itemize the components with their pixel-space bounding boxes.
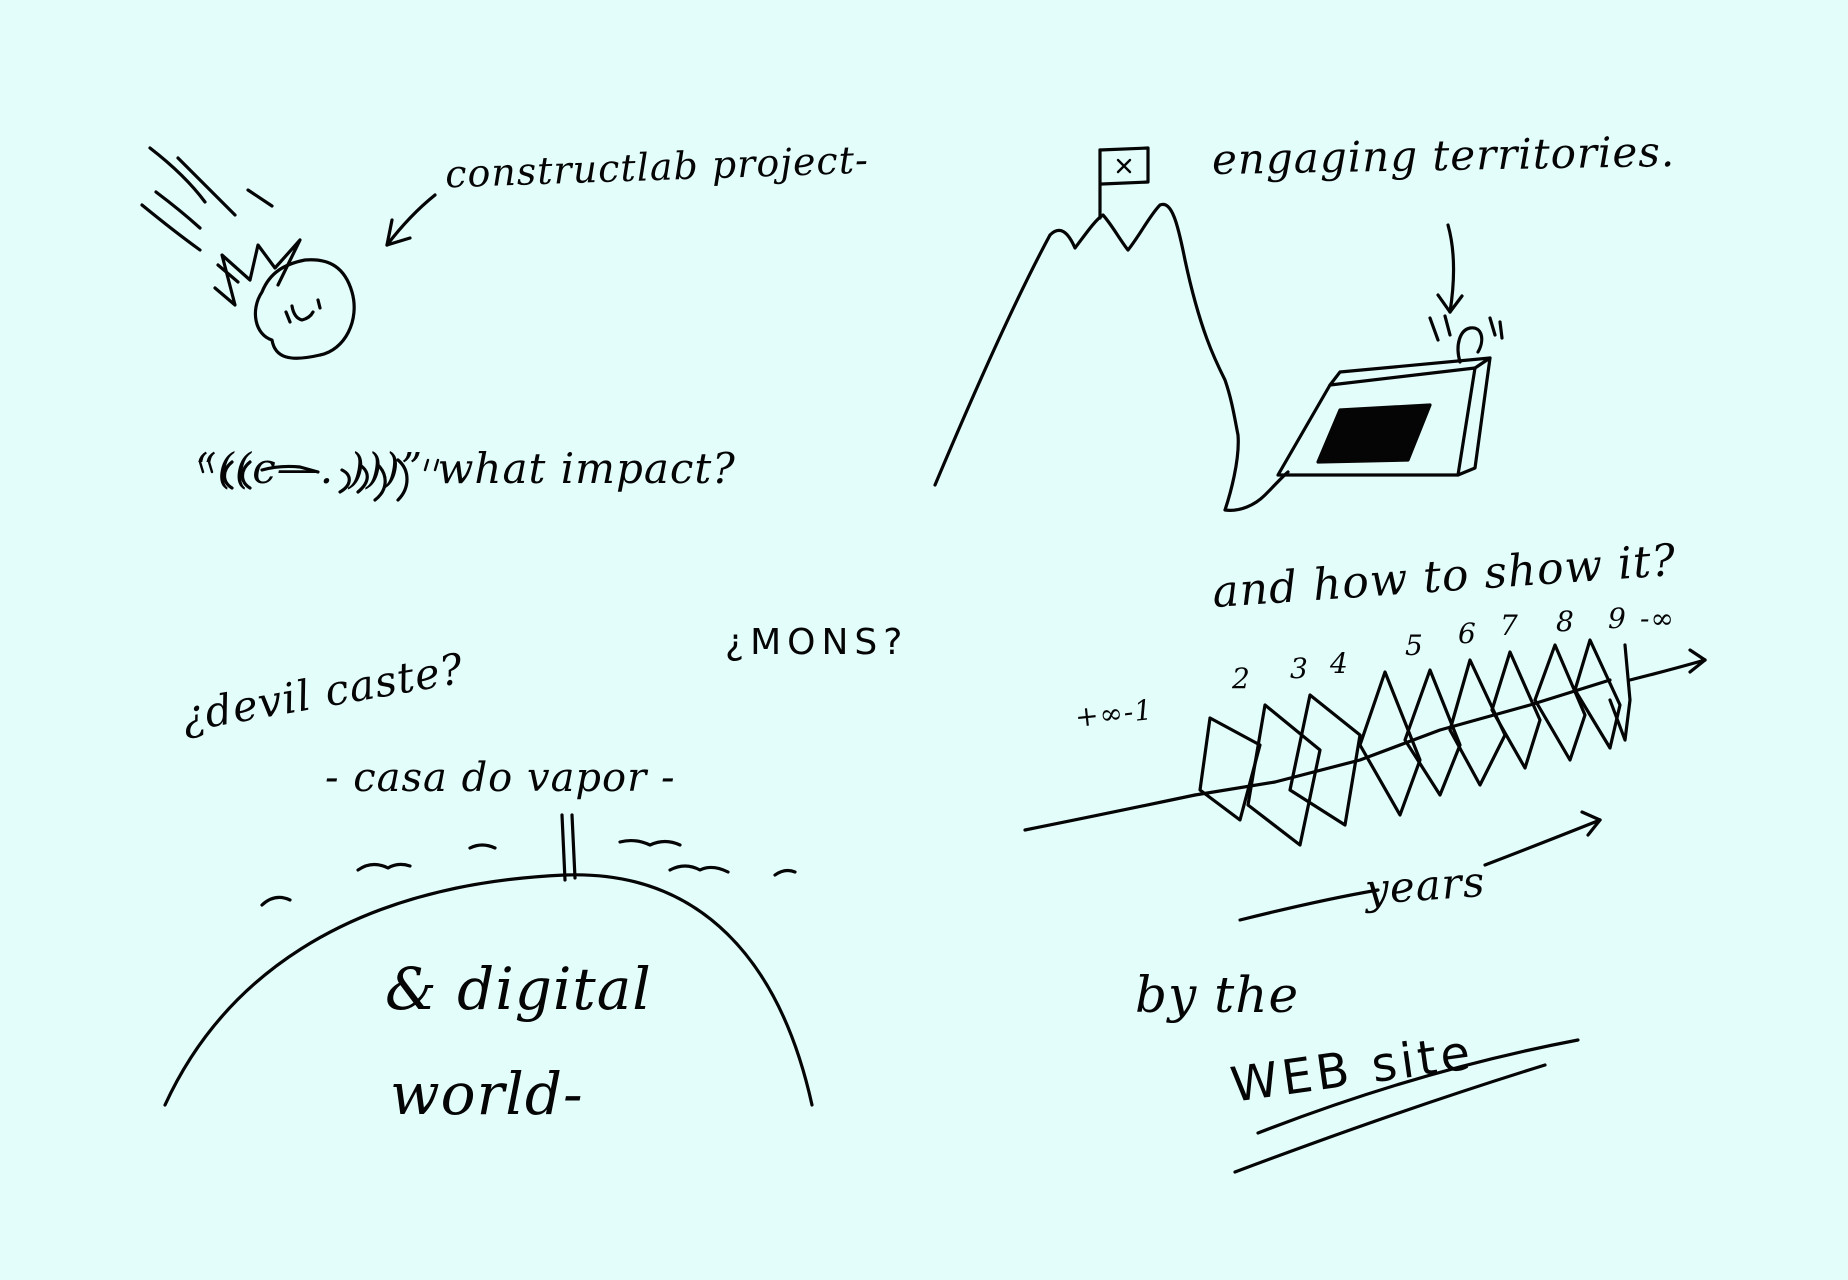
note-by-the: by the [1135, 966, 1300, 1024]
constructlab-arrow [385, 193, 437, 247]
timeline-start-label: +∞-1 [1073, 693, 1155, 734]
note-digital: & digital [385, 955, 652, 1023]
timeline-number: 2 [1232, 662, 1251, 695]
timeline-frames-icon [1023, 638, 1707, 1174]
timeline-number: 5 [1405, 629, 1424, 662]
timeline-number: 6 [1458, 617, 1477, 650]
note-what-impact: “((c—. )))” what impact? [195, 444, 736, 493]
mountain-flag-icon [933, 146, 1290, 512]
note-mons: ¿MONS? [725, 622, 909, 663]
note-years: years [1363, 856, 1487, 915]
radio-device-icon [1276, 223, 1504, 477]
timeline-number: 9 [1608, 602, 1627, 635]
note-engaging-territories: engaging territories. [1211, 126, 1676, 185]
note-casa-do-vapor: - casa do vapor - [325, 755, 676, 801]
timeline-end-label: -∞ [1640, 602, 1675, 635]
timeline-number: 8 [1556, 605, 1575, 638]
globe-arc-icon [163, 813, 814, 1107]
timeline-number: 7 [1500, 609, 1519, 642]
note-world: world- [390, 1060, 584, 1128]
timeline-number: 4 [1330, 647, 1349, 680]
comet-icon [140, 146, 356, 360]
signal-waves-icon [198, 458, 440, 502]
timeline-number: 3 [1290, 652, 1309, 685]
